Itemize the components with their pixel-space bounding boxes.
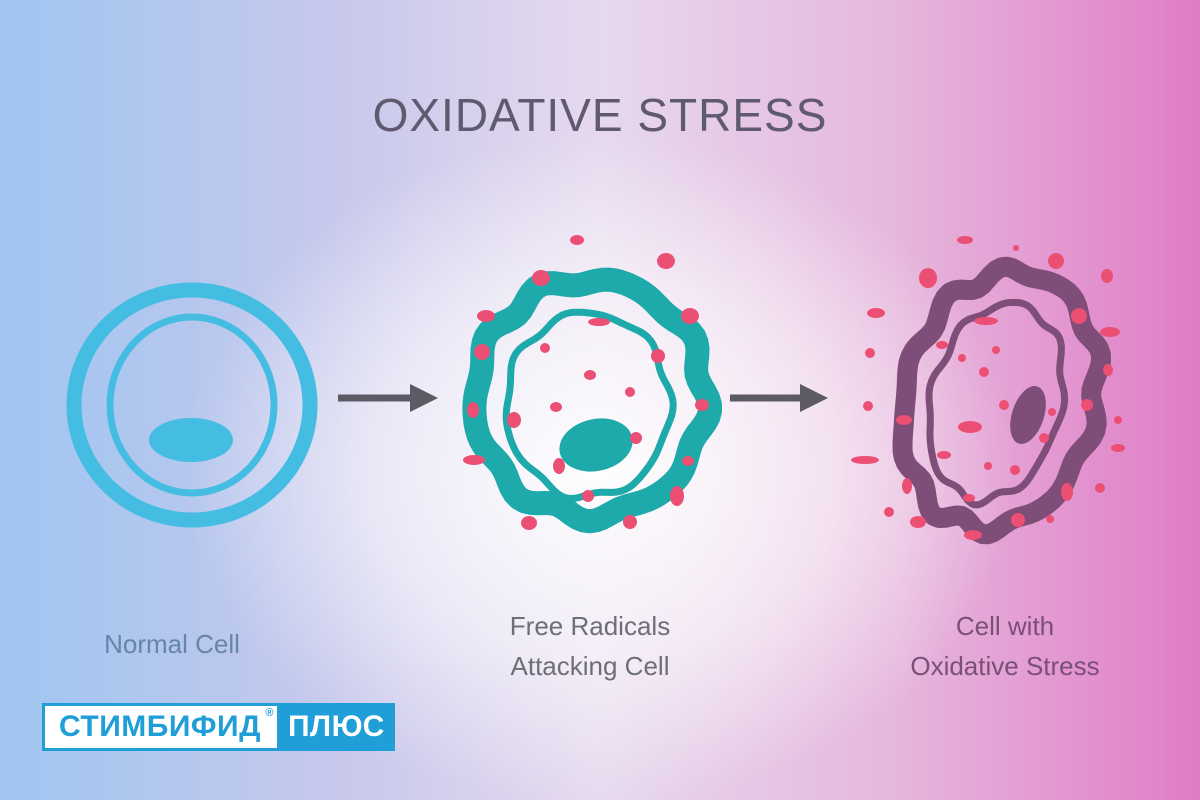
free-radical-dot <box>550 402 562 412</box>
free-radical-dot <box>682 456 694 466</box>
registered-mark: ® <box>265 707 274 719</box>
attacked-cell-icon <box>462 235 722 534</box>
arrow-1-icon <box>338 384 438 412</box>
free-radical-dot <box>625 387 635 397</box>
free-radical-dot <box>910 516 926 528</box>
free-radical-dot <box>1013 245 1019 251</box>
free-radical-dot <box>863 401 873 411</box>
free-radical-dot <box>1010 465 1020 475</box>
free-radical-dot <box>1011 513 1025 527</box>
free-radical-dot <box>896 415 912 425</box>
free-radical-dot <box>1100 327 1120 337</box>
free-radical-dot <box>657 253 675 269</box>
free-radical-dot <box>623 515 637 529</box>
free-radical-dot <box>540 343 550 353</box>
free-radical-dot <box>467 402 479 418</box>
free-radical-dot <box>919 268 937 288</box>
free-radical-dot <box>964 530 982 540</box>
free-radical-dot <box>974 317 998 325</box>
free-radical-dot <box>1048 408 1056 416</box>
logo-brand-name: СТИМБИФИД <box>59 710 261 743</box>
stressed-cell-inner-membrane <box>925 298 1069 509</box>
free-radical-dot <box>867 308 885 318</box>
free-radical-dot <box>936 341 948 349</box>
stressed-cell-nucleus <box>1010 386 1046 444</box>
free-radical-dot <box>1061 483 1073 501</box>
free-radicals-group <box>463 235 709 530</box>
free-radical-dot <box>992 346 1000 354</box>
free-radical-dot <box>651 349 665 363</box>
diagram-title: OXIDATIVE STRESS <box>372 89 828 141</box>
logo-plus-text: ПЛЮС <box>279 703 395 751</box>
attacked-cell-nucleus <box>559 418 633 472</box>
normal-cell-caption: Normal Cell <box>52 624 292 664</box>
caption-line: Normal Cell <box>104 629 240 659</box>
free-radical-dot <box>1103 364 1113 376</box>
free-radical-dot <box>957 236 973 244</box>
free-radical-dot <box>582 490 594 502</box>
free-radical-dot <box>884 507 894 517</box>
free-radical-dot <box>532 270 550 286</box>
caption-line: Free Radicals <box>509 611 671 641</box>
free-radical-dot <box>963 494 975 502</box>
free-radical-dot <box>1081 399 1093 411</box>
free-radical-dot <box>521 516 537 530</box>
logo-main-text: СТИМБИФИД ® <box>42 703 280 751</box>
free-radical-dot <box>851 456 879 464</box>
free-radical-dot <box>463 455 485 465</box>
free-radical-dot <box>1039 433 1049 443</box>
normal-cell-membrane <box>66 282 318 528</box>
free-radical-dot <box>902 478 912 494</box>
free-radical-dot <box>507 412 521 428</box>
free-radical-dot <box>681 308 699 324</box>
oxidative-radicals-group <box>851 236 1125 540</box>
free-radical-dot <box>958 421 982 433</box>
free-radical-dot <box>477 310 495 322</box>
free-radical-dot <box>1111 444 1125 452</box>
free-radical-dot <box>588 318 610 326</box>
free-radical-dot <box>630 432 642 444</box>
free-radical-dot <box>984 462 992 470</box>
stressed-cell-icon <box>851 236 1125 545</box>
normal-cell-nucleus <box>149 418 233 462</box>
stressed-cell-caption: Cell with Oxidative Stress <box>870 606 1140 686</box>
free-radical-dot <box>1048 253 1064 269</box>
free-radical-dot <box>1071 308 1087 324</box>
free-radical-dot <box>570 235 584 245</box>
attacked-cell-membrane <box>462 267 722 534</box>
free-radical-dot <box>865 348 875 358</box>
free-radical-dot <box>999 400 1009 410</box>
caption-line: Oxidative Stress <box>910 651 1100 681</box>
free-radical-dot <box>1114 416 1122 424</box>
brand-logo: СТИМБИФИД ® ПЛЮС <box>42 703 395 751</box>
attacked-cell-caption: Free Radicals Attacking Cell <box>460 606 720 686</box>
free-radical-dot <box>1095 483 1105 493</box>
free-radical-dot <box>1101 269 1113 283</box>
attacked-cell-inner-membrane <box>502 308 677 502</box>
free-radical-dot <box>584 370 596 380</box>
arrow-2-icon <box>730 384 828 412</box>
normal-cell-inner-membrane <box>106 313 278 497</box>
free-radical-dot <box>695 399 709 411</box>
free-radical-dot <box>474 344 490 360</box>
free-radical-dot <box>979 367 989 377</box>
normal-cell-icon <box>66 282 318 528</box>
free-radical-dot <box>670 486 684 506</box>
free-radical-dot <box>937 451 951 459</box>
free-radical-dot <box>553 458 565 474</box>
free-radical-dot <box>1046 515 1054 523</box>
caption-line: Cell with <box>955 611 1055 641</box>
caption-line: Attacking Cell <box>510 651 670 681</box>
free-radical-dot <box>958 354 966 362</box>
